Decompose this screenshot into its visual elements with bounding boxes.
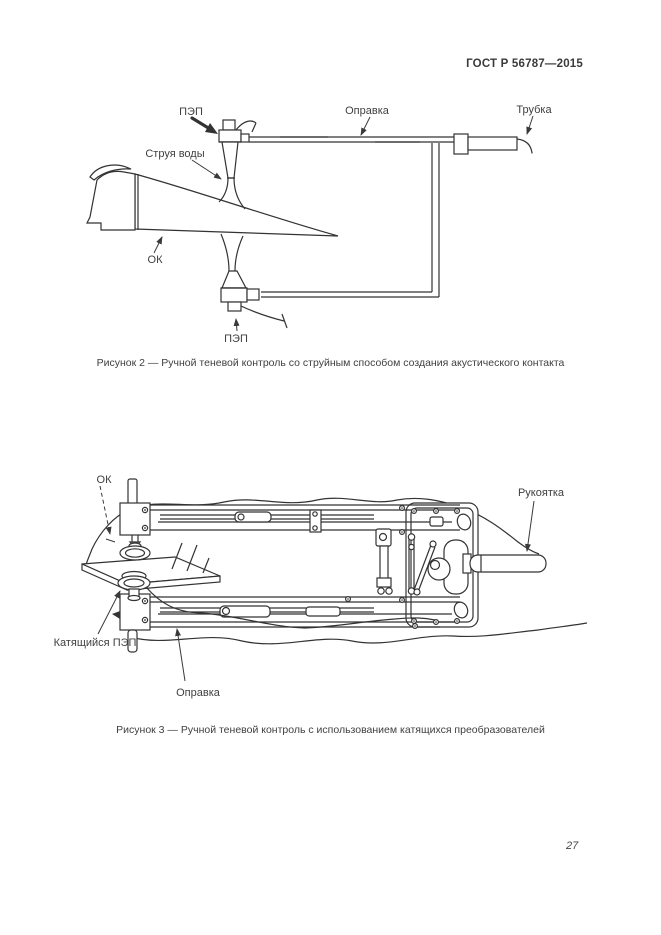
leader-test-object [99, 485, 112, 535]
leader-rolling-pep [97, 590, 121, 635]
tube-tip [516, 138, 533, 154]
figure2-label-water-jet: Струя воды [145, 148, 204, 160]
leader-tube [526, 115, 534, 135]
water-jet [218, 177, 246, 272]
figure2-label-mandrel: Оправка [345, 105, 390, 117]
frame [261, 143, 440, 298]
leader-mandrel [360, 116, 371, 136]
figure3-leaders [97, 485, 535, 682]
blade-test-object [86, 164, 339, 237]
cam-wheel [427, 557, 451, 581]
figure2-label-pep-bottom: ПЭП [224, 333, 248, 345]
upper-rolling-transducer [119, 535, 151, 561]
figure3-label-rolling-pep: Катящийся ПЭП [54, 637, 137, 649]
mandrel-bar [249, 133, 533, 155]
mechanism [375, 507, 461, 626]
top-transducer [218, 119, 257, 179]
figure2-diagram: ПЭП Струя воды Оправка Трубка ОК ПЭП [86, 104, 552, 345]
lower-rolling-transducer [117, 570, 151, 602]
figure3: ОК Рукоятка Катящийся ПЭП Оправка [40, 450, 630, 710]
page-number: 27 [566, 840, 579, 852]
figure2-caption: Рисунок 2 — Ручной теневой контроль со с… [96, 357, 565, 369]
figure2-label-pep-top: ПЭП [179, 106, 203, 118]
cable [145, 586, 436, 629]
upper-rail [150, 504, 460, 535]
figure3-label-mandrel: Оправка [176, 687, 221, 699]
leader-pep-bottom [233, 318, 240, 332]
bottom-transducer [220, 270, 288, 329]
upper-block [119, 478, 151, 536]
leader-test-object-tick [105, 538, 116, 543]
figure3-caption: Рисунок 3 — Ручной теневой контроль с ис… [116, 724, 545, 736]
document-header: ГОСТ Р 56787—2015 [466, 58, 583, 70]
figure3-diagram: ОК Рукоятка Катящийся ПЭП Оправка [54, 474, 588, 699]
figure2: ПЭП Струя воды Оправка Трубка ОК ПЭП [80, 90, 580, 352]
test-plate [81, 542, 221, 591]
figure3-label-handle: Рукоятка [518, 487, 565, 499]
leader-water-jet [191, 159, 222, 180]
leader-pep-top [190, 116, 212, 131]
figure2-label-tube: Трубка [516, 104, 552, 116]
leader-test-object [153, 236, 163, 254]
figure3-label-test-object: ОК [97, 474, 113, 486]
figure2-leaders [153, 115, 534, 332]
surface-outline [85, 497, 588, 645]
leader-mandrel [175, 628, 186, 682]
leader-handle [524, 500, 535, 552]
figure2-label-test-object: ОК [148, 254, 164, 266]
lower-rail [150, 596, 460, 630]
handle [462, 553, 547, 574]
